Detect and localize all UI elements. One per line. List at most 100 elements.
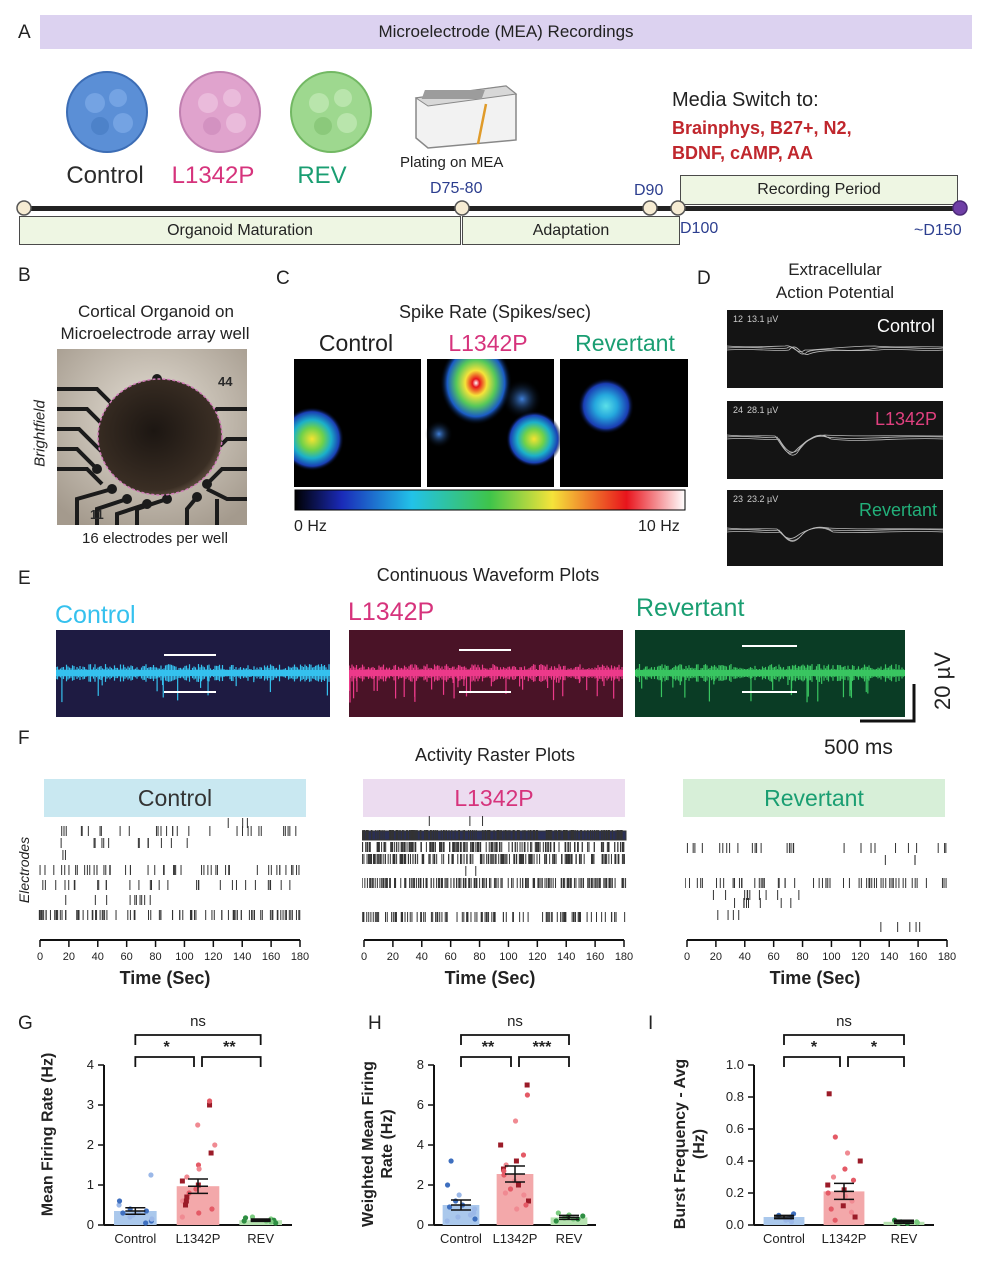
x-category-label: REV xyxy=(890,1231,918,1246)
data-point xyxy=(857,1158,863,1164)
data-point xyxy=(183,1202,189,1208)
data-point xyxy=(525,1198,531,1204)
panel-label-e: E xyxy=(18,568,31,589)
data-point xyxy=(852,1214,858,1220)
raster-xlabel-revertant: Time (Sec) xyxy=(769,968,861,988)
ap-trace-l1342p-channel: 24 xyxy=(733,405,744,415)
scale-x-label: 500 ms xyxy=(824,736,893,759)
electrode-number-11: 11 xyxy=(90,507,104,522)
raster-axis-revertant xyxy=(686,939,948,947)
significance-left: * xyxy=(163,1039,170,1056)
significance-left: ** xyxy=(481,1039,495,1056)
data-point xyxy=(472,1206,478,1212)
significance-right: *** xyxy=(532,1039,552,1056)
data-point xyxy=(206,1098,213,1104)
raster-axis-l1342p xyxy=(363,939,625,947)
data-point xyxy=(193,1186,199,1192)
bar-chart-ylabel: Mean Firing Rate (Hz) xyxy=(39,1052,57,1217)
ap-trace-l1342p: 24 28.1 µV L1342P xyxy=(727,401,943,479)
data-point xyxy=(832,1217,838,1223)
data-point xyxy=(507,1186,514,1192)
organoid-brightfield-image xyxy=(57,349,247,525)
timeline-markers xyxy=(16,200,968,216)
bar-chart-g xyxy=(98,1034,292,1226)
data-point xyxy=(914,1220,920,1226)
bar-chart-i xyxy=(748,1034,934,1226)
data-point xyxy=(195,1162,202,1168)
data-point xyxy=(196,1210,202,1216)
ap-trace-control-amplitude: 13.1 µV xyxy=(747,314,779,324)
day-d150: ~D150 xyxy=(914,222,962,239)
organoid-control-icon xyxy=(66,71,148,153)
raster-tick-label: 160 xyxy=(261,951,281,963)
data-point xyxy=(832,1134,838,1140)
data-point xyxy=(143,1208,150,1214)
spike-rate-title: Spike Rate (Spikes/sec) xyxy=(398,302,592,322)
panel-d-title-2: Action Potential xyxy=(775,283,895,302)
day-d90: D90 xyxy=(634,182,664,199)
data-point xyxy=(514,1206,520,1212)
significance-ns: ns xyxy=(190,1013,206,1030)
y-tick-label: 0.0 xyxy=(725,1217,744,1232)
raster-tick-label: 40 xyxy=(91,951,104,963)
raster-tick-label: 140 xyxy=(880,951,899,963)
ap-trace-control-label: Control xyxy=(876,316,935,336)
raster-tick-label: 100 xyxy=(175,951,194,963)
raster-tick-label: 180 xyxy=(290,951,310,963)
data-point xyxy=(580,1213,586,1219)
y-tick-label: 0 xyxy=(86,1217,94,1232)
raster-tick-label: 0 xyxy=(683,951,691,963)
plating-label: Plating on MEA xyxy=(400,154,504,171)
data-point xyxy=(183,1198,189,1204)
bar-rev xyxy=(239,1220,282,1225)
data-point xyxy=(444,1182,451,1188)
waveform-scale-bar xyxy=(860,684,916,723)
raster-header-revertant: Revertant xyxy=(683,779,945,817)
data-point xyxy=(498,1142,504,1148)
data-point xyxy=(524,1082,530,1088)
raster-tick-label: 60 xyxy=(767,951,780,963)
waveform-label-revertant: Revertant xyxy=(636,594,745,622)
data-point xyxy=(208,1150,214,1156)
panel-label-a: A xyxy=(18,22,31,43)
data-point xyxy=(195,1122,201,1128)
mea-device-icon xyxy=(414,85,518,149)
brightfield-label: Brightfield xyxy=(31,400,49,467)
data-point xyxy=(513,1158,519,1164)
organoid-icons xyxy=(66,71,372,153)
y-tick-label: 0 xyxy=(416,1217,424,1232)
x-category-label: REV xyxy=(555,1231,583,1246)
raster-header-l1342p: L1342P xyxy=(363,779,625,817)
data-point xyxy=(207,1102,213,1108)
organoid-l1342p-icon xyxy=(179,71,261,153)
panel-label-h: H xyxy=(368,1013,382,1034)
raster-tick-label: 100 xyxy=(499,951,518,963)
data-point xyxy=(455,1214,461,1220)
data-point xyxy=(116,1198,123,1204)
raster-control xyxy=(38,818,301,920)
data-point xyxy=(242,1215,249,1221)
organoid-label-rev: REV xyxy=(297,162,347,189)
data-point xyxy=(196,1166,202,1172)
waveform-label-l1342p: L1342P xyxy=(348,598,435,626)
organoid-label-control: Control xyxy=(66,162,144,189)
data-point xyxy=(842,1166,848,1172)
x-category-label: L1342P xyxy=(492,1231,538,1246)
data-point xyxy=(212,1142,218,1148)
heatmap-label-control: Control xyxy=(318,330,394,356)
x-category-label: Control xyxy=(114,1231,157,1246)
y-tick-label: 4 xyxy=(86,1057,94,1072)
raster-ylabel: Electrodes xyxy=(16,836,32,904)
organoid-maturation-box: Organoid Maturation xyxy=(19,216,461,245)
y-tick-label: 0.8 xyxy=(725,1089,744,1104)
panel-label-b: B xyxy=(18,265,31,286)
media-line-1: Brainphys, B27+, N2, xyxy=(672,118,852,138)
data-point xyxy=(524,1092,531,1098)
waveform-label-control: Control xyxy=(55,601,136,629)
colorbar-min-label: 0 Hz xyxy=(294,518,327,535)
data-point xyxy=(502,1190,509,1196)
waveform-control xyxy=(56,630,330,717)
data-point xyxy=(116,1202,122,1208)
raster-revertant xyxy=(685,843,947,932)
significance-right: * xyxy=(870,1039,878,1056)
